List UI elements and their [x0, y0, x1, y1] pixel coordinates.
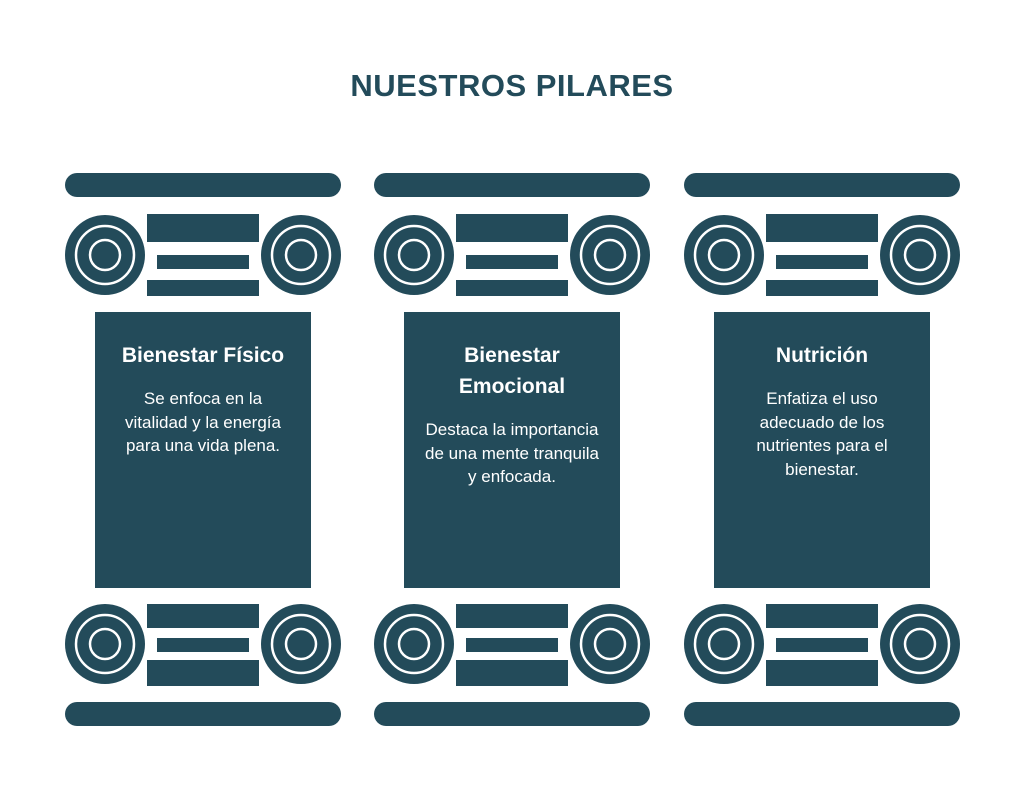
- volute-ring: [74, 224, 136, 286]
- volute-ring: [284, 238, 318, 272]
- volute-ring: [579, 224, 641, 286]
- pillar-content: Bienestar Físico Se enfoca en la vitalid…: [101, 340, 305, 458]
- column-shaft: [404, 312, 620, 588]
- capital-band: [157, 255, 249, 269]
- base-band: [157, 638, 249, 652]
- pillar-bienestar-emocional: Bienestar Emocional Destaca la importanc…: [362, 160, 662, 740]
- page-title: NUESTROS PILARES: [350, 68, 674, 103]
- volute-ring: [693, 613, 755, 675]
- volute-ring: [284, 627, 318, 661]
- volute-ring: [903, 238, 937, 272]
- volute-ring: [88, 627, 122, 661]
- volute-ring: [383, 224, 445, 286]
- column-shaft: [95, 312, 311, 588]
- base-block: [766, 604, 878, 628]
- pillar-title: Bienestar Emocional: [458, 344, 566, 398]
- volute-ring: [397, 238, 431, 272]
- pillar-title: Nutrición: [775, 344, 869, 367]
- volute-ring: [707, 238, 741, 272]
- capital-slab: [684, 173, 960, 197]
- base-band: [466, 638, 558, 652]
- capital-block: [456, 280, 568, 296]
- volute-ring: [593, 238, 627, 272]
- pillar-title: Bienestar Físico: [121, 344, 285, 367]
- pillar-column-shape: [684, 173, 960, 726]
- base-slab: [374, 702, 650, 726]
- base-block: [147, 604, 259, 628]
- capital-block: [766, 214, 878, 242]
- pillar-description: Enfatiza el uso adecuado de los nutrient…: [756, 389, 888, 479]
- volute-ring: [397, 627, 431, 661]
- volute-ring: [74, 613, 136, 675]
- pillar-nutricion: Nutrición Enfatiza el uso adecuado de lo…: [672, 160, 972, 740]
- volute-ring: [270, 224, 332, 286]
- volute-ring: [707, 627, 741, 661]
- base-block: [766, 660, 878, 686]
- capital-slab: [374, 173, 650, 197]
- pillar-column-shape: [65, 173, 341, 726]
- pillar-description: Se enfoca en la vitalidad y la energía p…: [125, 389, 281, 455]
- volute-ring: [383, 613, 445, 675]
- base-band: [776, 638, 868, 652]
- pillar-content: Bienestar Emocional Destaca la importanc…: [410, 340, 614, 489]
- volute-ring: [88, 238, 122, 272]
- pillar-description: Destaca la importancia de una mente tran…: [425, 420, 599, 486]
- volute-ring: [889, 613, 951, 675]
- base-block: [456, 604, 568, 628]
- volute-ring: [903, 627, 937, 661]
- capital-band: [776, 255, 868, 269]
- pillar-bienestar-fisico: Bienestar Físico Se enfoca en la vitalid…: [53, 160, 353, 740]
- volute-ring: [270, 613, 332, 675]
- capital-block: [147, 280, 259, 296]
- base-slab: [684, 702, 960, 726]
- pillar-content: Nutrición Enfatiza el uso adecuado de lo…: [720, 340, 924, 481]
- base-block: [456, 660, 568, 686]
- base-slab: [65, 702, 341, 726]
- capital-block: [147, 214, 259, 242]
- column-shaft: [714, 312, 930, 588]
- base-block: [147, 660, 259, 686]
- volute-ring: [579, 613, 641, 675]
- capital-block: [766, 280, 878, 296]
- pillar-column-shape: [374, 173, 650, 726]
- volute-ring: [593, 627, 627, 661]
- capital-block: [456, 214, 568, 242]
- volute-ring: [693, 224, 755, 286]
- volute-ring: [889, 224, 951, 286]
- capital-slab: [65, 173, 341, 197]
- capital-band: [466, 255, 558, 269]
